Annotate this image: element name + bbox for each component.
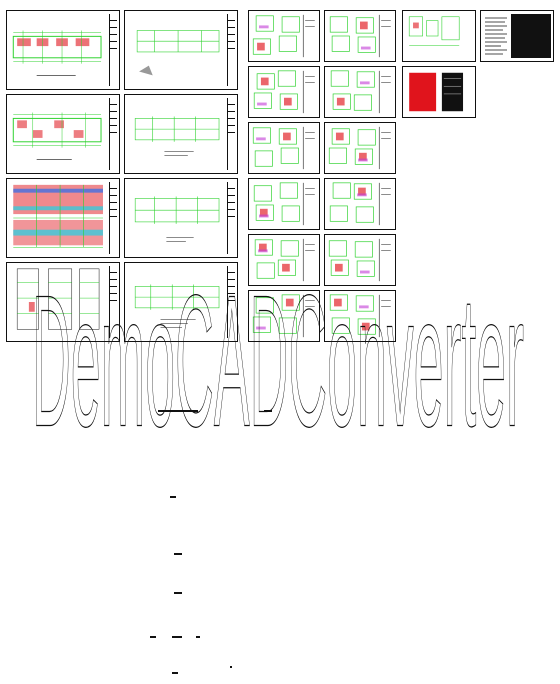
plan-drawing [134,284,220,328]
detail-drawing [408,16,460,46]
detail-drawing [328,126,391,170]
title-block [109,14,117,86]
detail-drawing [329,182,391,226]
plan-drawing [12,30,102,76]
notes-panel [511,14,551,58]
detail-drawing [252,294,315,338]
plan-drawing [136,30,220,76]
detail-drawing [329,294,391,338]
detail-drawing [252,126,315,170]
detail-drawing [409,72,464,112]
section-drawing [16,268,100,330]
drawing-sheet-plan-3[interactable] [124,94,238,174]
drawing-sheet-plan-5[interactable] [124,262,238,342]
detail-drawing [254,238,315,282]
detail-sheet[interactable] [248,10,320,62]
notes-text-lines [485,17,507,55]
title-block [227,98,235,170]
drawing-sheet-detail-b[interactable] [402,66,476,118]
title-block [227,14,235,86]
detail-sheet[interactable] [248,66,320,118]
drawing-sheet-elevation[interactable] [6,178,120,258]
detail-drawing [330,70,391,114]
detail-sheet[interactable] [248,234,320,286]
title-block [109,98,117,170]
drawing-sheet-detail-a[interactable] [402,10,476,62]
title-block [227,182,235,254]
detail-drawing [253,70,315,114]
detail-sheet[interactable] [324,290,396,342]
drawing-sheet-plan-2[interactable] [6,94,120,174]
detail-sheet[interactable] [248,290,320,342]
detail-sheet[interactable] [324,122,396,174]
title-block [109,266,117,338]
detail-sheet[interactable] [324,10,396,62]
drawing-sheet-section[interactable] [6,262,120,342]
plan-drawing [134,116,220,156]
detail-drawing [252,14,315,58]
detail-drawing [329,14,391,58]
drawing-notes-sheet[interactable] [480,10,554,62]
detail-sheet[interactable] [324,234,396,286]
detail-sheet[interactable] [324,66,396,118]
drawing-sheet-plan-1[interactable] [6,10,120,90]
plan-drawing [134,196,220,242]
title-block [109,182,117,254]
drawing-sheet-roof-plan[interactable] [124,10,238,90]
detail-sheet[interactable] [324,178,396,230]
drawing-sheet-plan-4[interactable] [124,178,238,258]
title-block [227,266,235,338]
detail-drawing [253,182,315,226]
elevation-drawing [13,184,103,248]
detail-drawing [328,238,391,282]
detail-sheet[interactable] [248,178,320,230]
plan-drawing [12,112,102,160]
detail-sheet[interactable] [248,122,320,174]
